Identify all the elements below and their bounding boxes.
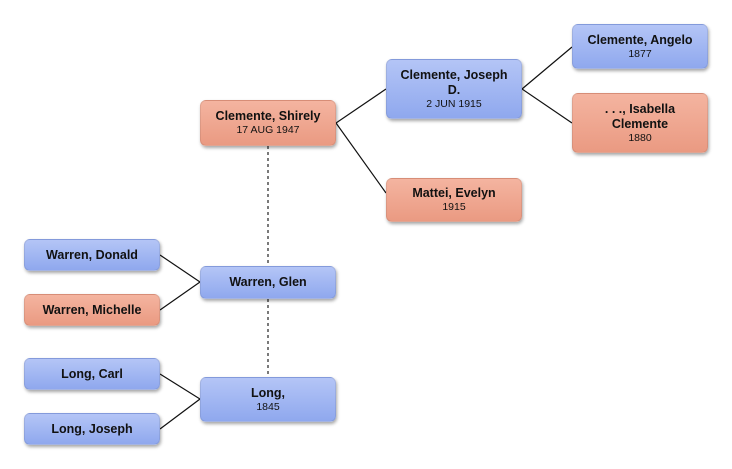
person-date: 1845 [256,400,280,413]
person-date: 1880 [628,131,652,144]
person-card-isabella[interactable]: . . ., Isabella Clemente 1880 [572,93,708,153]
parent-link-shirely [335,88,387,194]
person-date: 1877 [628,47,652,60]
person-date: 17 AUG 1947 [236,124,300,136]
person-name: Long, Joseph [51,421,133,436]
person-name: Long, Carl [61,366,123,381]
person-card-glen[interactable]: Warren, Glen [200,266,336,299]
person-card-long[interactable]: Long, 1845 [200,377,336,422]
parent-link-joseph-d [521,46,573,124]
person-date: 2 JUN 1915 [426,97,482,110]
person-card-michelle[interactable]: Warren, Michelle [24,294,160,326]
person-name: Long, [250,385,285,400]
parent-link-long [159,373,202,430]
person-name: Warren, Glen [229,275,307,289]
person-card-joseph-d[interactable]: Clemente, Joseph D. 2 JUN 1915 [386,59,522,119]
person-card-carl[interactable]: Long, Carl [24,358,160,390]
person-name: Clemente, Shirely [215,109,321,123]
person-name: Clemente, Angelo [587,32,693,47]
person-card-long-joseph[interactable]: Long, Joseph [24,413,160,445]
person-date: 1915 [442,201,466,213]
person-name: Clemente, Joseph D. [400,67,508,97]
person-card-shirely[interactable]: Clemente, Shirely 17 AUG 1947 [200,100,336,146]
person-name: Warren, Donald [46,247,138,262]
person-name: Mattei, Evelyn [412,186,496,200]
parent-link-glen [159,254,202,311]
person-card-evelyn[interactable]: Mattei, Evelyn 1915 [386,178,522,222]
person-name: Warren, Michelle [42,302,142,317]
person-name: . . ., Isabella Clemente [604,101,676,131]
person-card-angelo[interactable]: Clemente, Angelo 1877 [572,24,708,69]
person-card-donald[interactable]: Warren, Donald [24,239,160,271]
